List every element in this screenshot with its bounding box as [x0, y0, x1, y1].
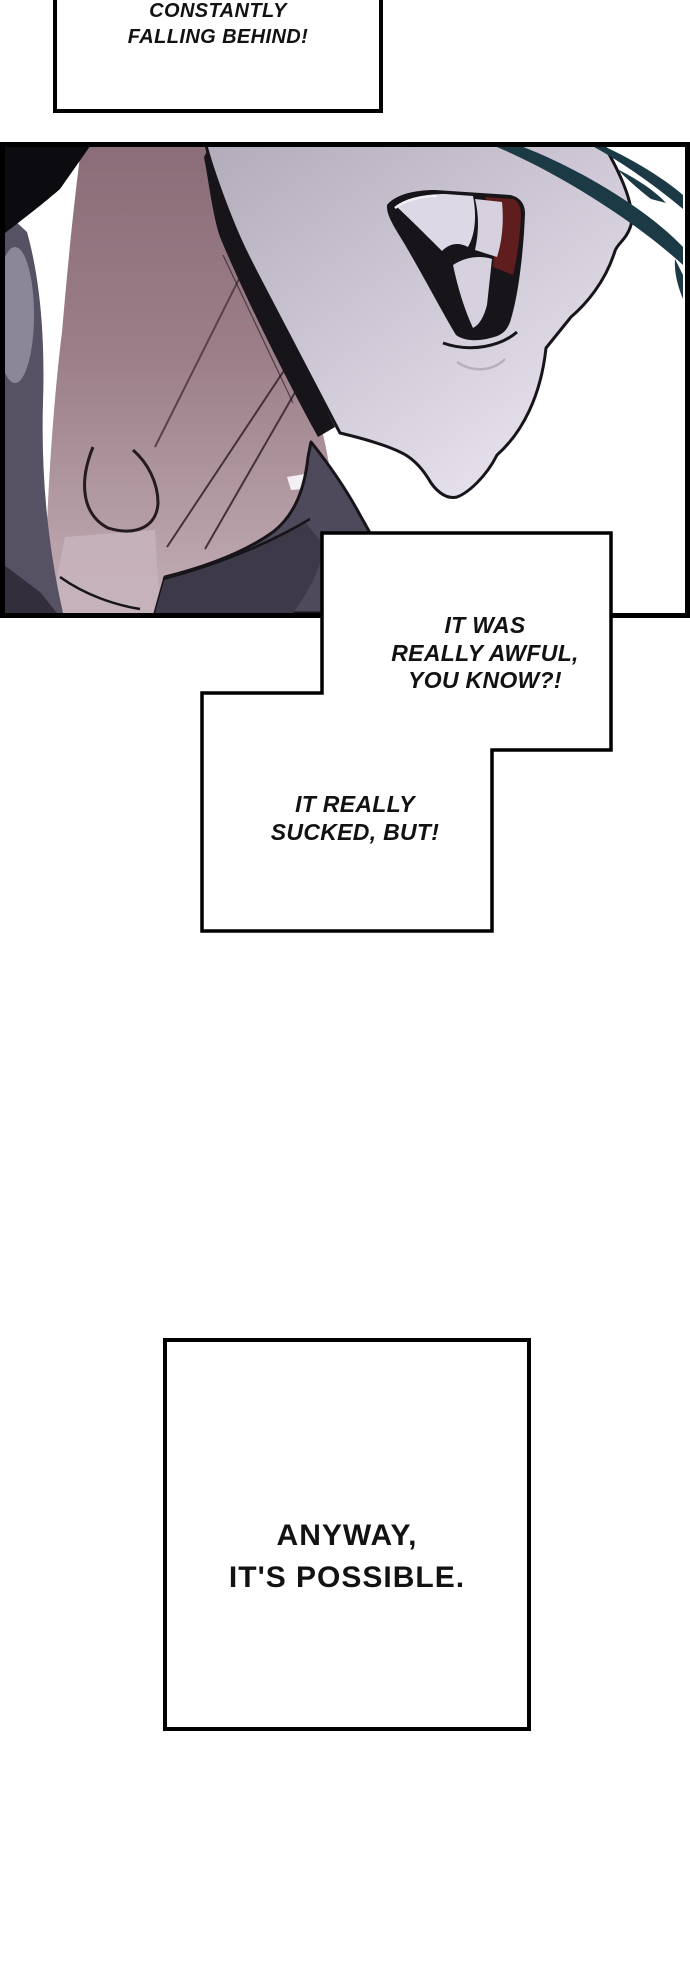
hair-strand	[674, 259, 683, 299]
top-speech-bubble-text: CONSTANTLY FALLING BEHIND!	[127, 0, 309, 48]
collar-fold-line	[162, 517, 311, 581]
chin-crease	[456, 358, 506, 371]
upper-teeth	[475, 199, 503, 257]
tooth-gleam	[394, 194, 438, 210]
caption-box	[163, 1338, 531, 1731]
garment-left-highlight	[5, 247, 34, 383]
collarbone-line	[59, 575, 141, 611]
speech-bubble-outline	[200, 531, 613, 933]
upper-teeth	[396, 194, 476, 251]
caption-text: ANYWAY, IT'S POSSIBLE.	[228, 1519, 466, 1594]
hair-top-left-shape	[5, 147, 90, 234]
sucked-bubble-text: IT REALLY SUCKED, BUT!	[270, 791, 440, 845]
neck-crease-line	[154, 266, 246, 448]
hatch-line	[236, 234, 314, 400]
stepped-speech-bubble	[200, 531, 613, 933]
lower-teeth	[453, 257, 492, 328]
throat-line	[83, 446, 160, 533]
awful-bubble-text: IT WAS REALLY AWFUL, YOU KNOW?!	[391, 612, 579, 694]
neck-crease-line	[204, 381, 302, 550]
hair-strand	[617, 169, 666, 203]
hatch-line	[229, 241, 306, 403]
neck-crease-line	[166, 356, 294, 548]
jaw-shadow-wedge	[204, 149, 335, 437]
chest-highlight	[50, 530, 160, 613]
top-speech-bubble	[53, 0, 383, 113]
hatch-line	[222, 254, 294, 404]
face-shape	[204, 147, 634, 499]
underlip-line	[442, 330, 518, 350]
jacket-inner-shadow	[155, 522, 325, 613]
garment-left-dark-corner	[5, 565, 57, 613]
